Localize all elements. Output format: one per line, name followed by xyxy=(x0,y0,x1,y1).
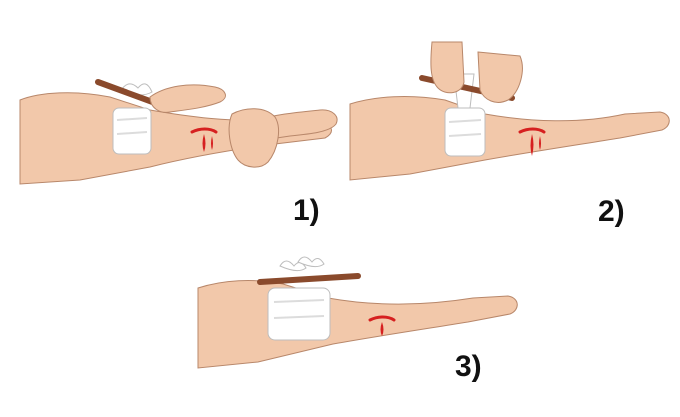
step-1-label: 1) xyxy=(293,194,320,227)
windlass-stick xyxy=(95,79,161,107)
step-2-panel xyxy=(349,34,675,194)
helper-hand-left xyxy=(430,41,465,94)
step-3-illustration xyxy=(197,256,518,369)
shoulder-shape xyxy=(349,96,670,181)
step-2-illustration xyxy=(349,41,670,181)
bleeding-wound xyxy=(368,315,396,336)
tourniquet-bandage xyxy=(112,83,153,155)
bleeding-wound xyxy=(518,127,546,156)
step-1-illustration xyxy=(19,79,338,185)
tourniquet-bandage xyxy=(267,256,331,341)
step-1-panel xyxy=(19,62,340,192)
helper-hand-top xyxy=(149,84,226,113)
step-2-label: 2) xyxy=(598,195,625,228)
bleeding-wound xyxy=(190,127,218,152)
step-3-label: 3) xyxy=(455,350,482,383)
knot-icon-2 xyxy=(297,256,325,268)
helper-hand-right xyxy=(477,51,523,103)
helper-hand-pressing xyxy=(228,108,279,168)
step-3-panel xyxy=(197,256,523,378)
windlass-stick xyxy=(257,273,361,285)
